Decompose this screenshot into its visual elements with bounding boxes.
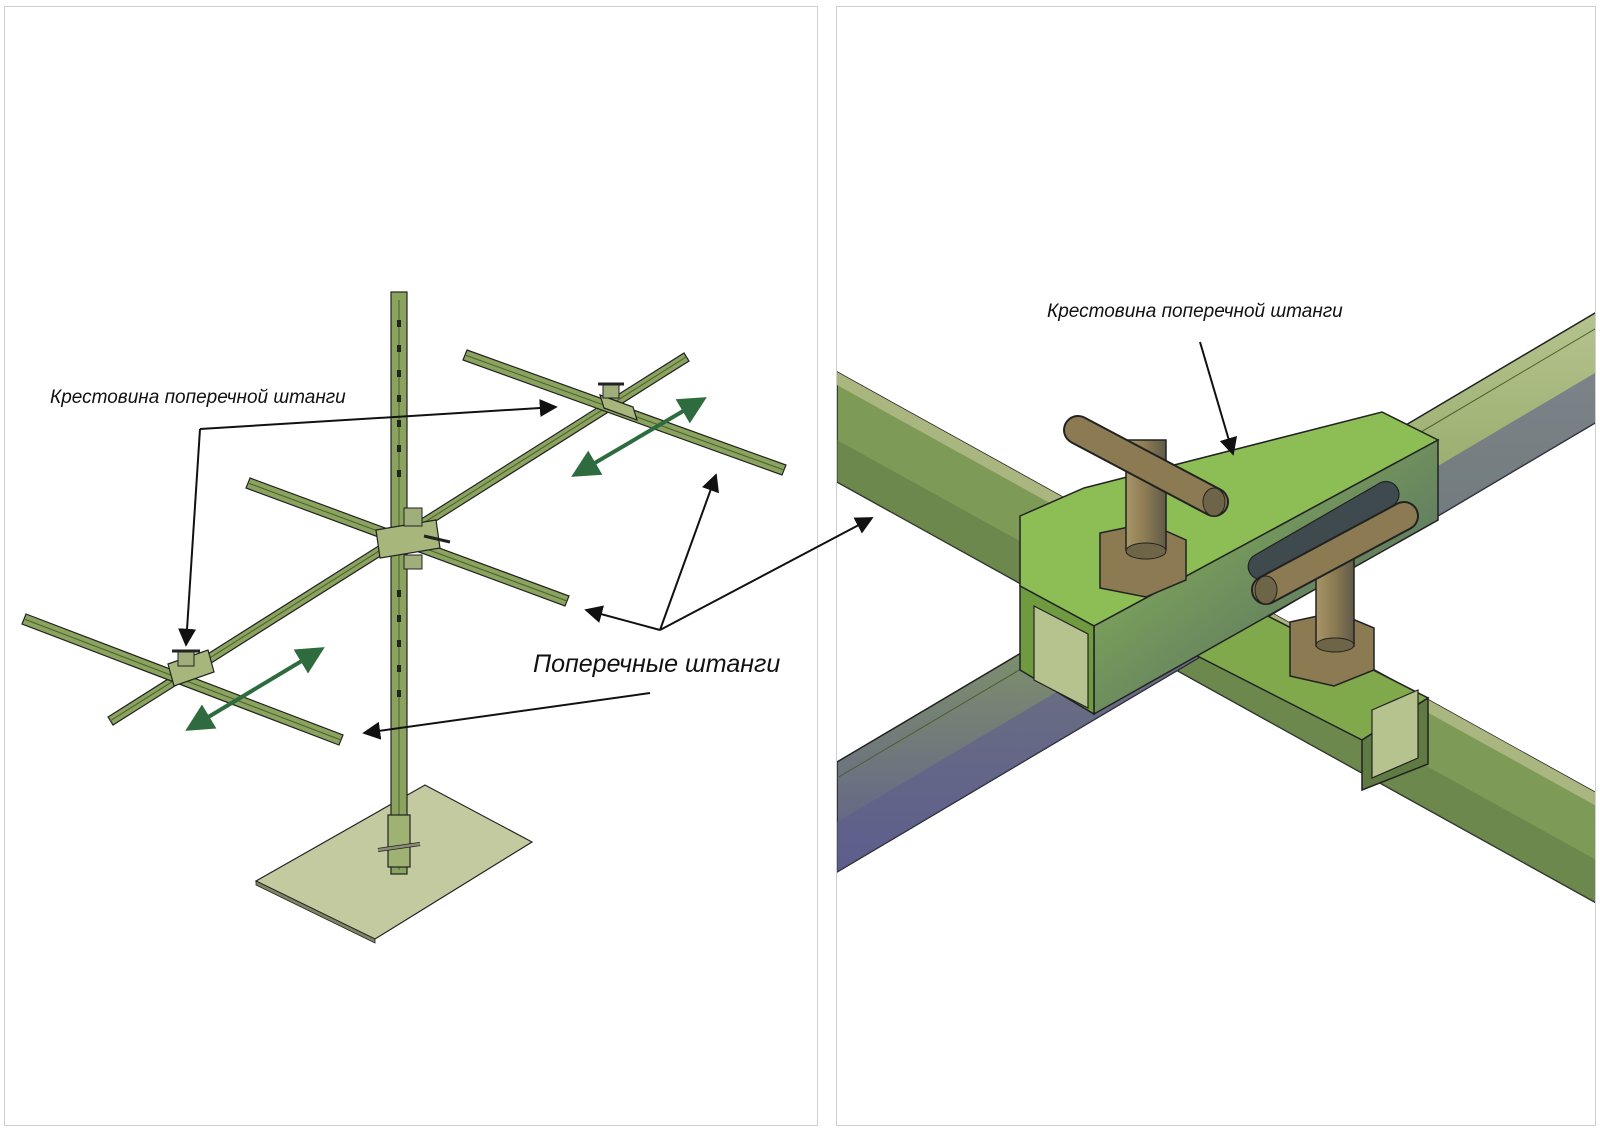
direction-arrow-top [571, 397, 707, 477]
t-bolt-upper [1063, 415, 1229, 598]
mast-holes [397, 320, 401, 697]
label-crossbar-joint-left: Крестовина поперечной штанги [50, 387, 346, 408]
base-plate-edge [255, 880, 376, 944]
joint-detail-view [837, 312, 1595, 904]
label-crossbar-joint-right: Крестовина поперечной штанги [1047, 301, 1343, 322]
direction-arrow-bottom [185, 647, 325, 731]
pointer-arrows-crossbars [362, 473, 874, 740]
mast-base-sleeve [387, 814, 411, 868]
crossbar-joint-bottom [167, 649, 215, 687]
pointer-arrow-joint-right [1199, 341, 1238, 456]
base-clamp-bolt [377, 842, 421, 852]
pointer-arrows-joint-left [178, 399, 558, 647]
clamp-opening [1033, 605, 1089, 709]
t-bolt-lower [1251, 501, 1419, 687]
label-crossbars: Поперечные штанги [533, 650, 780, 678]
crossbar-joint-middle [375, 507, 451, 570]
